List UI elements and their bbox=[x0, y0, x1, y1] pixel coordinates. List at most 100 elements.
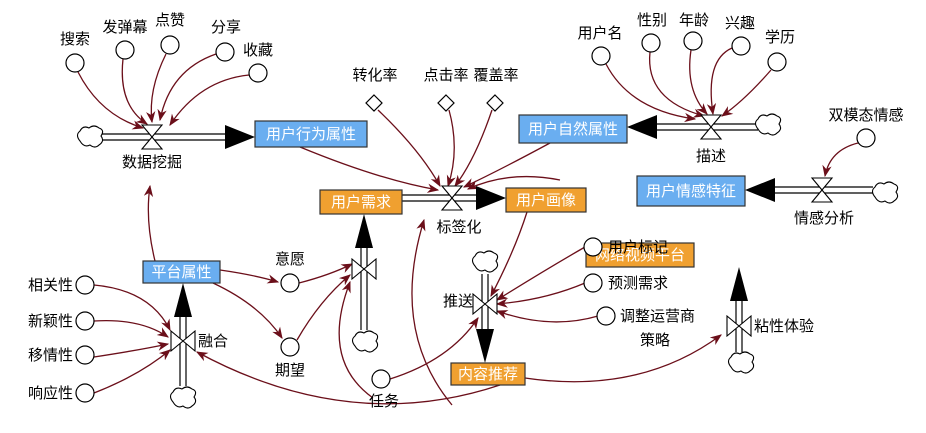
causal-link-novelty bbox=[93, 319, 169, 338]
causal-link-empathy bbox=[93, 341, 170, 358]
aux-label: 相关性 bbox=[28, 276, 73, 294]
causal-link-responsive bbox=[93, 349, 171, 394]
pipe-describe bbox=[657, 123, 758, 131]
causal-link-recommend-sticky bbox=[524, 334, 722, 383]
stock-portrait: 用户画像 bbox=[505, 187, 587, 213]
aux-novelty: 新颖性 bbox=[28, 311, 95, 331]
causal-link-user-mark bbox=[496, 246, 586, 301]
stock-label: 用户需求 bbox=[331, 193, 391, 211]
causal-link-platform-attr-e bbox=[212, 282, 283, 339]
aux-label: 调整运营商 bbox=[620, 307, 695, 325]
stock-platform_attr: 平台属性 bbox=[142, 260, 221, 284]
causal-link-age bbox=[689, 49, 708, 115]
aux-willingness: 意愿 bbox=[275, 250, 305, 293]
stock-label: 用户情感特征 bbox=[646, 182, 736, 200]
causal-link-ctr bbox=[446, 109, 456, 188]
causal-link-username bbox=[605, 63, 697, 123]
aux-label: 响应性 bbox=[28, 384, 73, 402]
cloud-source-icon bbox=[76, 125, 104, 148]
auxiliary-variable-icon bbox=[75, 383, 95, 403]
stock-natural: 用户自然属性 bbox=[518, 114, 628, 144]
arrow-to-demand bbox=[355, 214, 373, 248]
aux-label: 新颖性 bbox=[28, 312, 73, 330]
arrow-to-natural bbox=[627, 115, 657, 139]
causal-link-gender bbox=[648, 51, 706, 118]
causal-link-recommend-fusion bbox=[195, 351, 501, 405]
causal-links bbox=[77, 47, 859, 406]
aux-label: 分享 bbox=[211, 18, 241, 36]
auxiliary-variable-icon bbox=[683, 31, 703, 51]
causal-link-collect bbox=[169, 74, 250, 126]
auxiliary-variable-icon bbox=[596, 306, 616, 326]
pipe-demand bbox=[360, 248, 368, 330]
const-conversion: 转化率 bbox=[352, 66, 398, 112]
causal-link-conversion bbox=[377, 109, 441, 188]
auxiliary-variable-icon bbox=[75, 345, 95, 365]
causal-link-willingness bbox=[298, 263, 354, 284]
auxiliary-variable-icon bbox=[75, 311, 95, 331]
valve-push-icon bbox=[472, 292, 498, 316]
causal-link-education bbox=[721, 69, 772, 117]
aux-label: 意愿 bbox=[275, 250, 305, 268]
causal-link-danmaku bbox=[121, 58, 148, 125]
const-ctr: 点击率 bbox=[423, 66, 469, 112]
flow-label-fusion: 融合 bbox=[198, 332, 228, 350]
auxiliary-variable-icon bbox=[731, 36, 751, 56]
valve-emotion_analysis-icon bbox=[810, 177, 834, 203]
aux-search: 搜索 bbox=[60, 30, 90, 73]
const-label: 转化率 bbox=[352, 66, 397, 84]
arrow-to-behavior bbox=[225, 125, 255, 149]
causal-link-like bbox=[146, 53, 167, 124]
auxiliary-variable-icon bbox=[371, 369, 391, 389]
valve-tagging-icon bbox=[440, 185, 464, 211]
auxiliary-variable-icon bbox=[856, 128, 876, 148]
nodes: 数据挖掘标签化描述情感分析融合推送粘性体验用户行为属性用户自然属性用户情感特征用… bbox=[28, 11, 904, 410]
cloud-source-icon bbox=[871, 181, 899, 204]
aux-label: 点赞 bbox=[155, 11, 185, 29]
causal-link-portrait-push bbox=[490, 211, 528, 298]
auxiliary-variable-icon bbox=[115, 40, 135, 60]
stock-label: 用户行为属性 bbox=[266, 125, 356, 143]
aux-label: 移情性 bbox=[28, 346, 73, 364]
causal-link-share bbox=[157, 53, 217, 122]
auxiliary-variable-icon bbox=[583, 237, 603, 257]
aux-label: 任务 bbox=[369, 392, 399, 410]
stock-label: 用户自然属性 bbox=[528, 120, 618, 138]
auxiliary-variable-icon bbox=[75, 275, 95, 295]
auxiliary-variable-icon bbox=[160, 35, 180, 55]
aux-label: 双模态情感 bbox=[828, 106, 903, 124]
stock-emotion: 用户情感特征 bbox=[636, 175, 746, 207]
aux-task: 任务 bbox=[369, 369, 399, 410]
auxiliary-variable-icon bbox=[280, 337, 300, 357]
pipe-tagging bbox=[402, 194, 476, 202]
aux-label: 兴趣 bbox=[725, 14, 755, 32]
aux-like: 点赞 bbox=[155, 11, 185, 55]
aux-age: 年龄 bbox=[679, 11, 709, 51]
cloud-source-icon bbox=[169, 386, 197, 409]
causal-link-adjust bbox=[495, 310, 599, 323]
flow-label-push: 推送 bbox=[443, 292, 473, 310]
auxiliary-variable-icon bbox=[767, 52, 787, 72]
causal-link-platform-attr bbox=[143, 184, 156, 262]
aux-bimodal: 双模态情感 bbox=[828, 106, 904, 148]
causal-link-task-push bbox=[389, 317, 479, 380]
arrow-to-platform bbox=[730, 267, 748, 301]
aux-label: 预测需求 bbox=[608, 274, 668, 292]
valve-demand_flow-icon bbox=[351, 257, 377, 281]
flow-label-sticky: 粘性体验 bbox=[754, 317, 814, 335]
constant-diamond-icon bbox=[365, 94, 383, 112]
const-label: 点击率 bbox=[423, 66, 468, 84]
aux-label: 用户标记 bbox=[608, 238, 668, 256]
aux-label: 发弹幕 bbox=[102, 18, 147, 36]
flow-label-mining: 数据挖掘 bbox=[122, 153, 182, 171]
aux-collect: 收藏 bbox=[243, 41, 273, 83]
cloud-source-icon bbox=[471, 250, 499, 273]
auxiliary-variable-icon bbox=[641, 33, 661, 53]
causal-link-expectation bbox=[296, 274, 351, 341]
stock-behavior: 用户行为属性 bbox=[254, 120, 368, 148]
const-coverage: 覆盖率 bbox=[473, 66, 519, 112]
causal-link-recommend-tag bbox=[411, 218, 453, 406]
aux-gender: 性别 bbox=[637, 11, 667, 53]
